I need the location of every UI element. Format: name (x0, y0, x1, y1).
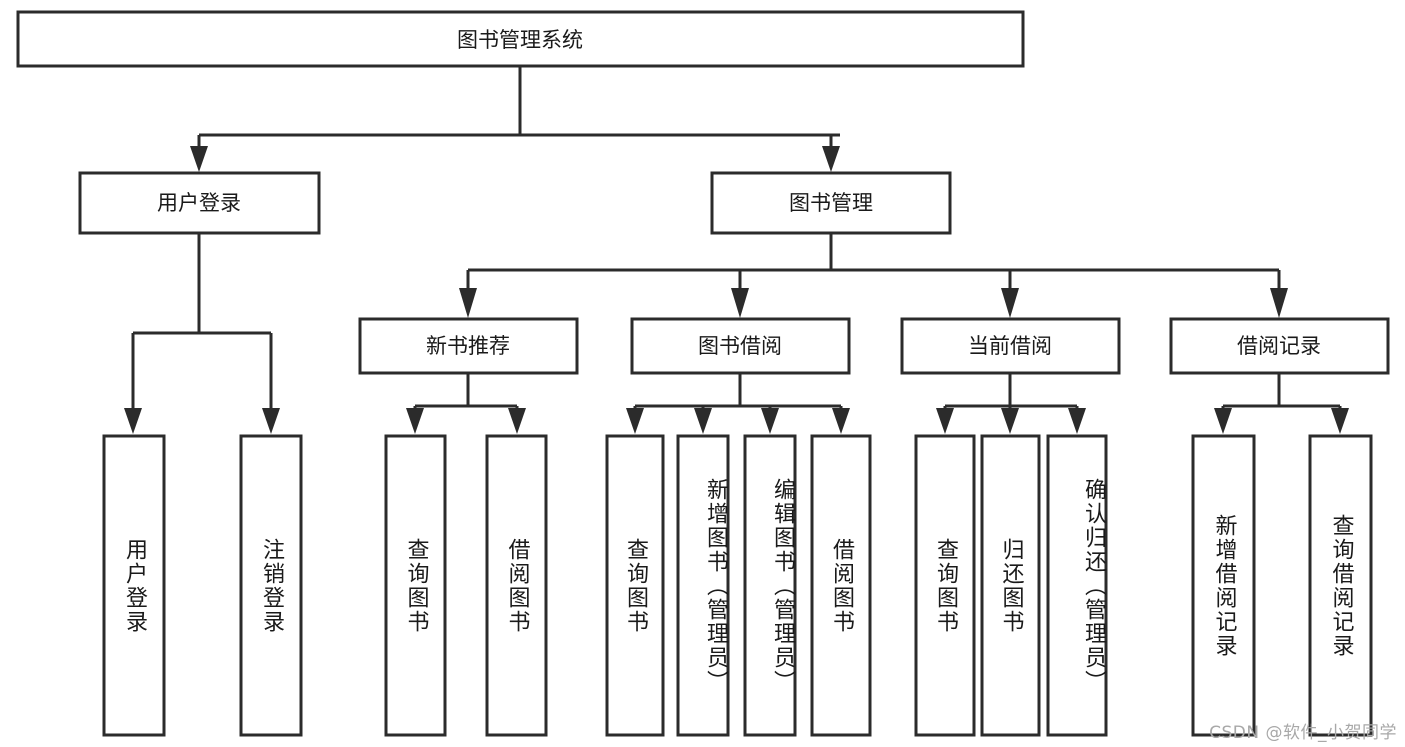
node-borrow-record[interactable]: 借阅记录 (1169, 317, 1390, 375)
arrow-head-leaf-logout (262, 408, 280, 434)
arrow-head-leaf-query-book-b (626, 408, 644, 434)
arrow-head-leaf-user-login (124, 408, 142, 434)
connector-group-root (190, 66, 840, 172)
node-root-label: 图书管理系统 (457, 28, 583, 52)
arrow-head-leaf-edit-book (761, 408, 779, 434)
node-leaf-borrow-book-b-box[interactable] (810, 434, 872, 737)
arrow-head-new-book-rec (459, 288, 477, 318)
node-root-box[interactable] (16, 10, 1025, 68)
node-root[interactable]: 图书管理系统 (16, 10, 1025, 68)
arrow-head-leaf-return-book (1001, 408, 1019, 434)
arrow-head-leaf-add-book (694, 408, 712, 434)
connector-group-borrow-record (1214, 373, 1349, 434)
node-leaf-query-book-b-box[interactable] (605, 434, 665, 737)
node-leaf-add-record-box[interactable] (1191, 434, 1256, 737)
node-leaf-edit-book-box[interactable] (743, 434, 797, 737)
arrow-head-user-login (190, 146, 208, 172)
arrow-head-leaf-confirm-return (1068, 408, 1086, 434)
node-new-book-rec-label: 新书推荐 (426, 334, 510, 358)
node-book-manage-box[interactable] (710, 171, 952, 235)
arrow-head-leaf-query-record (1331, 408, 1349, 434)
arrow-head-book-borrow (731, 288, 749, 318)
connector-group-new-book-rec (406, 373, 526, 434)
node-user-login[interactable]: 用户登录 (78, 171, 321, 235)
arrow-head-leaf-query-book-c (936, 408, 954, 434)
node-borrow-record-label: 借阅记录 (1237, 334, 1321, 358)
node-book-manage-label: 图书管理 (789, 191, 873, 215)
node-current-borrow-box[interactable] (900, 317, 1121, 375)
node-leaf-return-book-box[interactable] (980, 434, 1041, 737)
arrow-head-leaf-borrow-book-a (508, 408, 526, 434)
node-book-borrow-box[interactable] (630, 317, 851, 375)
arrow-head-leaf-borrow-book-b (832, 408, 850, 434)
node-leaf-confirm-return-box[interactable] (1046, 434, 1108, 737)
node-leaf-query-record-box[interactable] (1308, 434, 1373, 737)
arrow-head-leaf-query-book-a (406, 408, 424, 434)
node-new-book-rec[interactable]: 新书推荐 (358, 317, 579, 375)
node-current-borrow-label: 当前借阅 (968, 334, 1052, 358)
node-leaf-query-book-a-box[interactable] (384, 434, 447, 737)
node-borrow-record-box[interactable] (1169, 317, 1390, 375)
connector-group-book-borrow (626, 373, 850, 434)
connector-group-book-manage (459, 233, 1288, 318)
watermark-text: CSDN @软件_小贺同学 (1209, 723, 1397, 743)
node-book-manage[interactable]: 图书管理 (710, 171, 952, 235)
node-user-login-label: 用户登录 (157, 191, 241, 215)
leaf-boxes-group (102, 434, 1373, 737)
node-book-borrow-label: 图书借阅 (698, 334, 782, 358)
node-user-login-box[interactable] (78, 171, 321, 235)
node-leaf-user-login-box[interactable] (102, 434, 166, 737)
arrow-head-borrow-record (1270, 288, 1288, 318)
node-new-book-rec-box[interactable] (358, 317, 579, 375)
node-current-borrow[interactable]: 当前借阅 (900, 317, 1121, 375)
node-leaf-query-book-c-box[interactable] (914, 434, 976, 737)
arrow-head-leaf-add-record (1214, 408, 1232, 434)
arrow-head-book-manage (822, 146, 840, 172)
arrow-head-current-borrow (1001, 288, 1019, 318)
node-leaf-borrow-book-a-box[interactable] (485, 434, 548, 737)
connector-group-current-borrow (936, 373, 1086, 434)
node-book-borrow[interactable]: 图书借阅 (630, 317, 851, 375)
node-leaf-add-book-box[interactable] (676, 434, 730, 737)
node-leaf-logout-box[interactable] (239, 434, 303, 737)
connector-group-user-login (124, 233, 280, 434)
